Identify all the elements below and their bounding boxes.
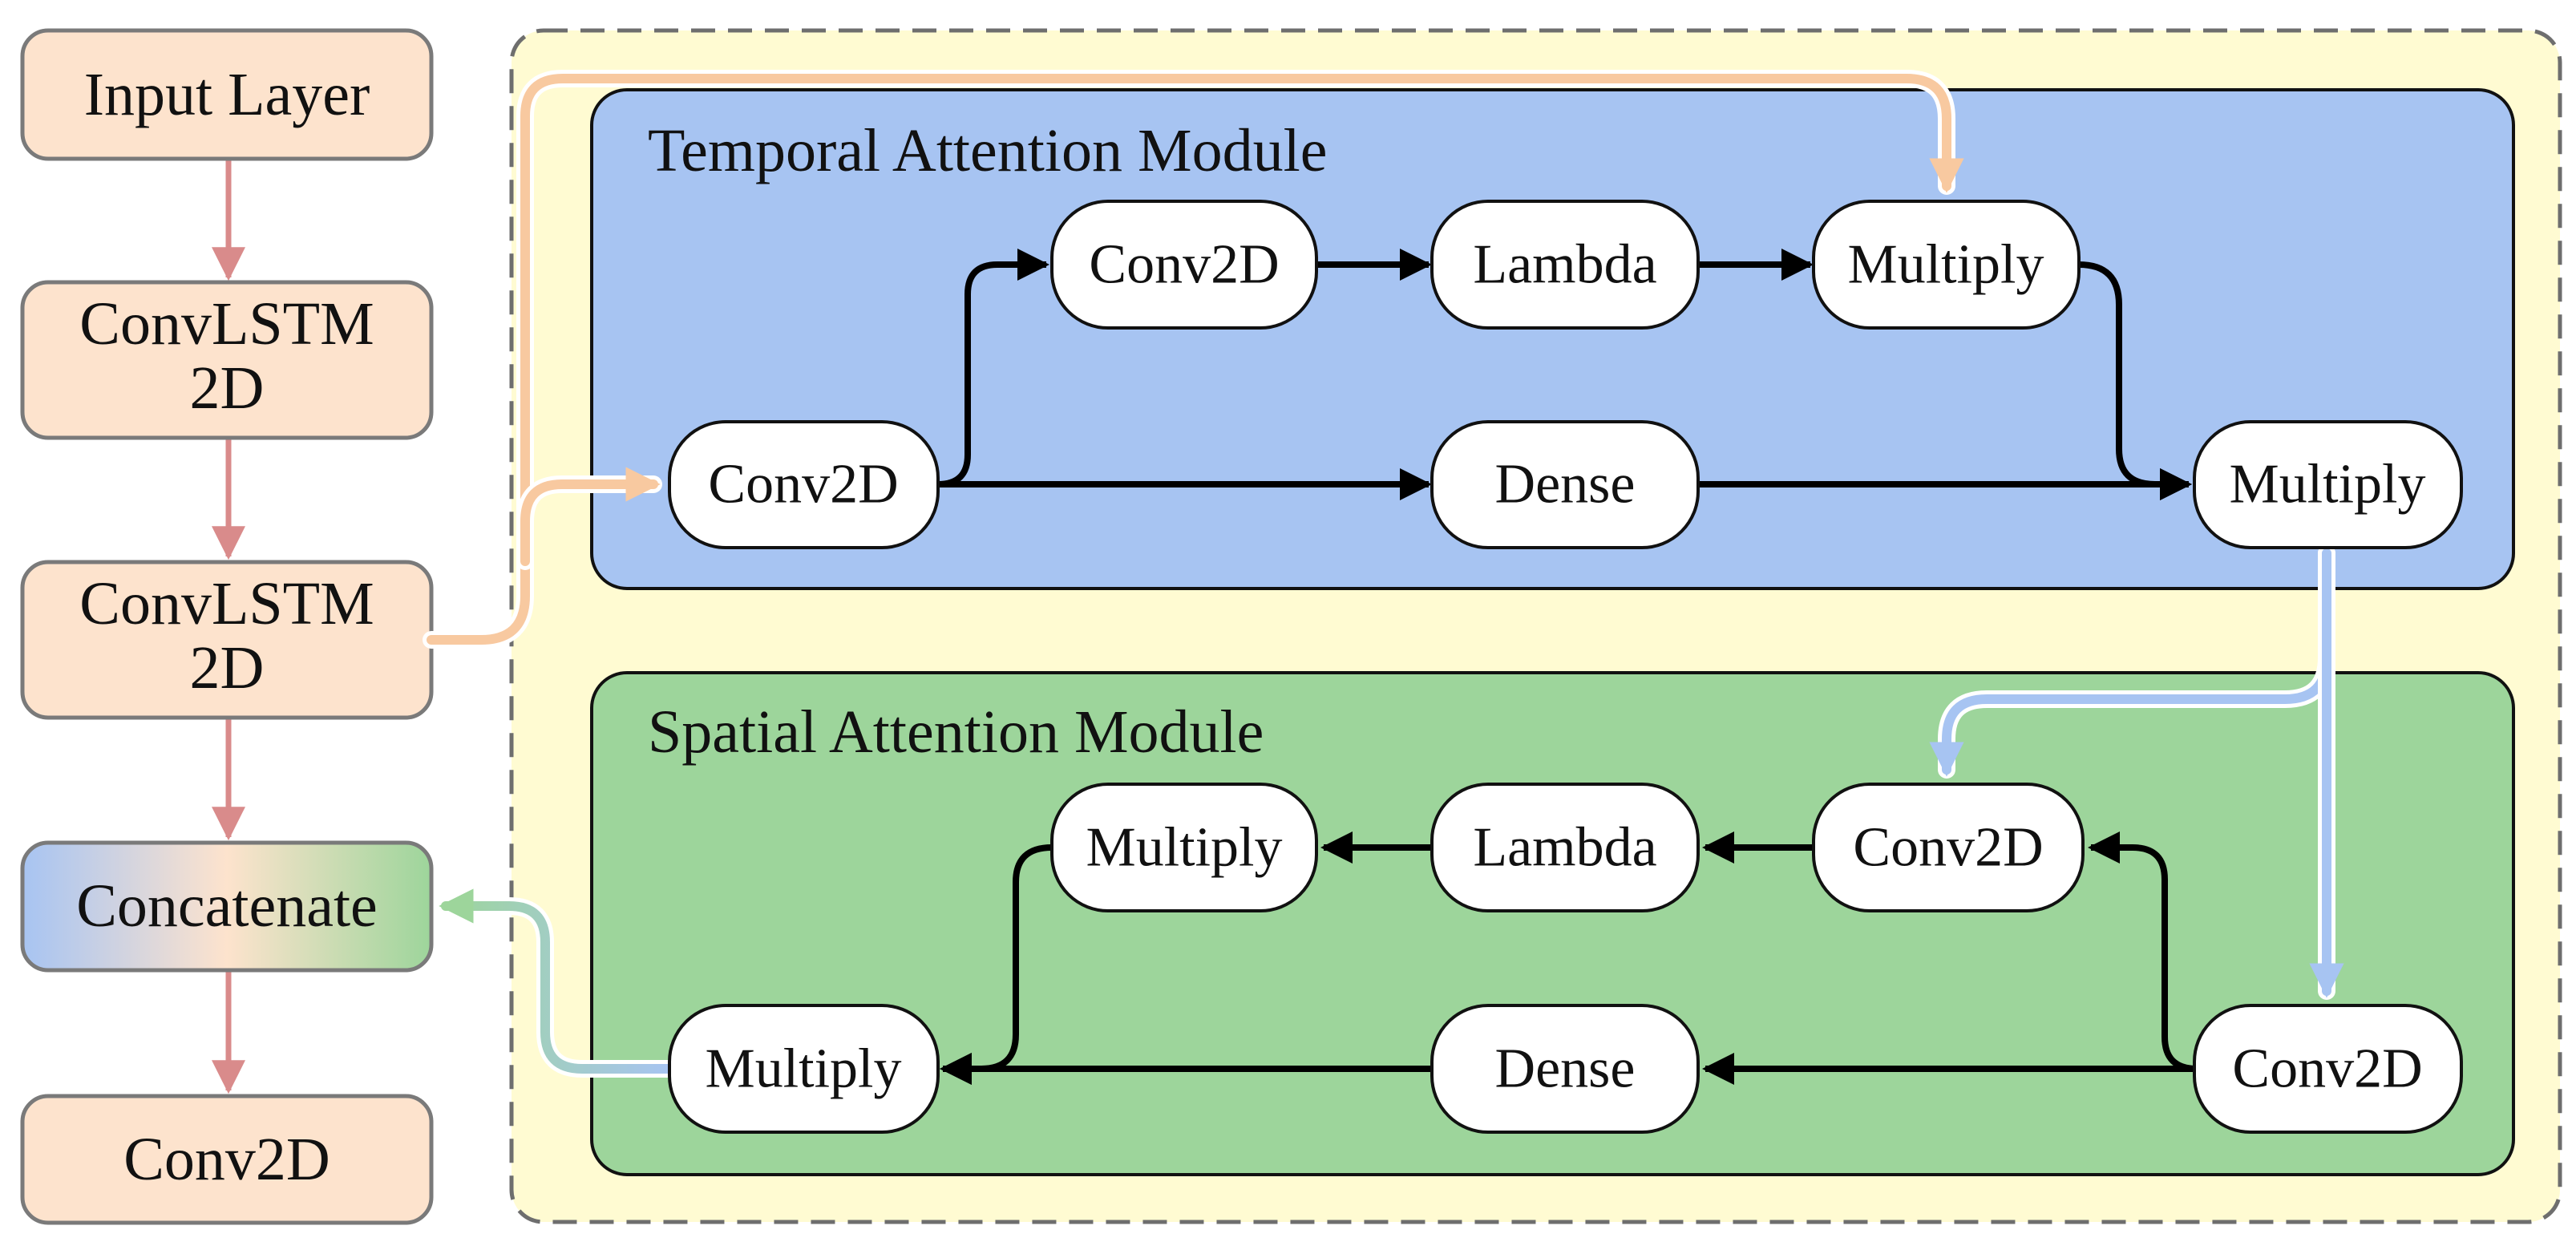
temporal-to-spatial-flow-arrows [1929,544,2344,1000]
svg-text:ConvLSTM: ConvLSTM [79,570,374,637]
convlstm2d-node-2: ConvLSTM 2D [20,560,434,720]
spatial-conv2d-node: Conv2D [1812,783,2085,912]
spatial-module-title: Spatial Attention Module [648,698,1264,766]
spatial-multiply-output-node: Multiply [668,1004,940,1134]
svg-text:Conv2D: Conv2D [2232,1038,2422,1100]
spatial-to-concatenate-flow-arrow [437,888,681,1078]
svg-text:Conv2D: Conv2D [1853,817,2043,879]
svg-text:Dense: Dense [1495,454,1636,516]
svg-text:Lambda: Lambda [1473,817,1656,879]
svg-text:2D: 2D [190,354,265,422]
temporal-lambda-node: Lambda [1430,200,1700,330]
temporal-conv2d-node: Conv2D [1050,200,1318,330]
svg-text:Conv2D: Conv2D [123,1126,330,1193]
svg-text:Lambda: Lambda [1473,234,1656,296]
convlstm2d-node-1: ConvLSTM 2D [20,280,434,440]
spatial-conv2d-input-node: Conv2D [2193,1004,2463,1134]
spatial-multiply-node: Multiply [1050,783,1318,912]
spatial-connections [940,831,2198,1085]
svg-text:Multiply: Multiply [1847,234,2044,296]
temporal-multiply-node: Multiply [1812,200,2081,330]
temporal-dense-node: Dense [1430,420,1700,549]
input-layer-node: Input Layer [20,28,434,161]
temporal-multiply-output-node: Multiply [2193,420,2463,549]
temporal-conv2d-input-node: Conv2D [668,420,940,549]
temporal-connections [937,249,2192,500]
svg-text:Multiply: Multiply [705,1038,901,1100]
svg-text:Dense: Dense [1495,1038,1636,1100]
svg-text:Multiply: Multiply [2229,454,2425,516]
svg-text:Input Layer: Input Layer [84,61,370,128]
svg-text:Multiply: Multiply [1086,817,1282,879]
svg-text:2D: 2D [190,634,265,702]
svg-text:Conv2D: Conv2D [1089,234,1279,296]
svg-text:ConvLSTM: ConvLSTM [79,290,374,358]
spatial-lambda-node: Lambda [1430,783,1700,912]
svg-text:Conv2D: Conv2D [708,454,898,516]
spatial-dense-node: Dense [1430,1004,1700,1134]
conv2d-output-node: Conv2D [20,1094,434,1225]
temporal-module-title: Temporal Attention Module [648,117,1327,184]
svg-text:Concatenate: Concatenate [76,872,378,940]
input-flow-arrows [423,70,1964,649]
concatenate-node: Concatenate [20,840,434,973]
